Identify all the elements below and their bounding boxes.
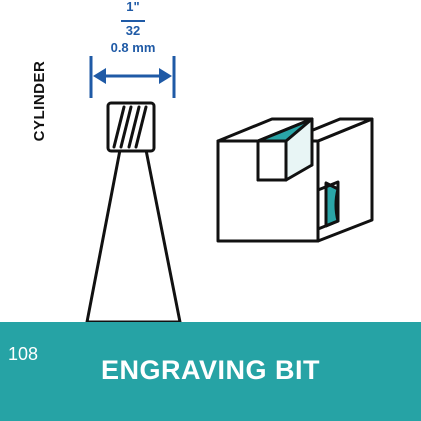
- product-code: 108: [8, 344, 39, 364]
- dimension-indicator: [89, 20, 176, 98]
- bit-shank: [85, 148, 182, 324]
- workpiece-block: [216, 117, 374, 243]
- shape-label: CYLINDER: [31, 60, 48, 142]
- groove-front: [256, 139, 288, 182]
- fraction-denominator: 32: [125, 23, 141, 38]
- groove-back-wall: [284, 117, 314, 182]
- side-slot-outline: [317, 180, 340, 231]
- product-name: ENGRAVING BIT: [100, 355, 320, 385]
- dimension-arrow-right: [159, 68, 172, 84]
- dimension-arrow-left: [93, 68, 106, 84]
- engraving-bit: [85, 101, 182, 324]
- side-slot: [324, 181, 340, 228]
- bit-head-flutes: [112, 105, 148, 149]
- metric-size: 0.8 mm: [110, 40, 156, 55]
- fraction-numerator: 1": [126, 0, 140, 14]
- footer-band: [0, 322, 421, 421]
